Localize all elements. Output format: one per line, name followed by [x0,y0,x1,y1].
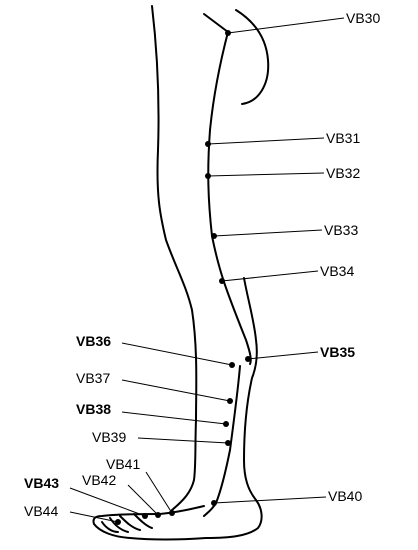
point-vb37 [227,398,233,404]
point-vb39 [225,440,231,446]
label-vb32: VB32 [326,165,360,181]
label-vb40: VB40 [328,488,362,504]
leader-vb43 [69,487,146,517]
point-vb44 [115,519,121,525]
leader-vb37 [121,379,231,402]
point-vb30 [225,30,231,36]
leg-outline [92,5,270,541]
label-vb31: VB31 [326,130,360,146]
label-vb34: VB34 [320,263,354,279]
label-vb37: VB37 [76,370,110,386]
leader-vb41 [145,471,173,514]
leader-vb39 [137,437,229,444]
point-vb42 [155,512,161,518]
label-vb35: VB35 [320,344,355,360]
leader-vb38 [121,411,227,425]
leader-vb34 [221,270,319,282]
leader-vb40 [213,496,327,504]
acupoint-dots [115,30,251,525]
point-labels: VB30 VB31 VB32 VB33 VB34 VB35 VB36 VB37 … [24,10,380,519]
label-vb30: VB30 [346,10,380,26]
label-vb42: VB42 [82,472,116,488]
leader-vb36 [121,342,233,366]
point-vb33 [211,233,217,239]
leader-vb32 [207,172,325,177]
point-vb41 [169,510,175,516]
leader-vb35 [247,351,319,360]
label-vb43: VB43 [24,475,59,491]
leader-vb44 [69,511,119,523]
leader-vb42 [127,484,159,516]
point-vb40 [211,500,217,506]
leader-vb31 [207,137,325,145]
point-vb35 [245,356,251,362]
leader-lines [69,17,345,523]
label-vb39: VB39 [92,429,126,445]
label-vb38: VB38 [76,401,111,417]
leader-vb33 [213,229,323,237]
label-vb33: VB33 [324,222,358,238]
point-vb32 [205,173,211,179]
point-vb31 [205,141,211,147]
point-vb38 [223,421,229,427]
label-vb44: VB44 [24,503,58,519]
label-vb41: VB41 [106,456,140,472]
point-vb36 [229,362,235,368]
point-vb43 [142,513,148,519]
point-vb34 [219,278,225,284]
leader-vb30 [227,17,345,34]
label-vb36: VB36 [76,333,111,349]
